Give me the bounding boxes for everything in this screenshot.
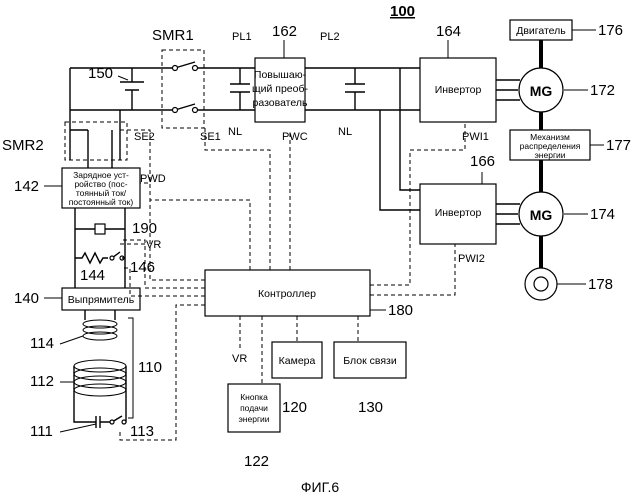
- ref-111: 111: [30, 423, 53, 440]
- smr2-contacts: [88, 130, 112, 148]
- smr2-box: [65, 122, 127, 160]
- charger-label-4: постоянный ток): [69, 197, 134, 207]
- power-split-label-3: энергии: [534, 150, 565, 160]
- converter-label-2: щий преоб-: [252, 83, 309, 95]
- ref-150: 150: [88, 65, 113, 82]
- resistor-144: [75, 253, 108, 263]
- ref-113: 113: [130, 423, 154, 440]
- coil-114: [83, 332, 117, 340]
- ref-162: 162: [272, 23, 297, 40]
- se1-line: [205, 128, 270, 270]
- smr1-contacts: [175, 62, 195, 110]
- label-nl2: NL: [338, 126, 352, 138]
- coil-114-leads: [85, 310, 115, 320]
- pwi2-line: [370, 244, 455, 295]
- ref-146: 146: [130, 259, 155, 276]
- label-pwi1: PWI1: [462, 131, 489, 143]
- ref-178: 178: [588, 276, 613, 293]
- coil-112-circuit: [74, 366, 126, 428]
- capacitor-1: [230, 68, 250, 110]
- label-pwc: PWC: [282, 131, 308, 143]
- bracket-110: [128, 318, 133, 418]
- wheel-inner: [534, 277, 548, 291]
- ref-144: 144: [80, 267, 105, 284]
- relay-190: [95, 224, 105, 234]
- button-label-1: Кнопка: [240, 392, 268, 402]
- smr1-box: [162, 50, 204, 128]
- label-vr1: VR: [146, 239, 161, 251]
- label-smr1: SMR1: [152, 27, 194, 44]
- charger-feed: [88, 148, 112, 168]
- ref-114: 114: [30, 335, 54, 352]
- ref-140: 140: [14, 290, 39, 307]
- comm-label: Блок связи: [343, 355, 397, 367]
- ref-177: 177: [606, 137, 631, 154]
- converter-label-3: разователь: [253, 97, 308, 109]
- inv1-mg1-lines: [496, 80, 520, 100]
- ref-142: 142: [14, 178, 39, 195]
- inverter-bottom-label: Инвертор: [435, 207, 482, 219]
- ref-174: 174: [590, 206, 615, 223]
- ref-130: 130: [358, 399, 383, 416]
- battery-symbol: [120, 68, 144, 110]
- ref-120: 120: [282, 399, 307, 416]
- ref-112: 112: [30, 373, 54, 390]
- label-se1: SE1: [200, 131, 221, 143]
- controller-label: Контроллер: [258, 288, 316, 300]
- label-smr2: SMR2: [2, 137, 44, 154]
- capacitor-2: [345, 68, 365, 110]
- ref-190: 190: [132, 220, 157, 237]
- figure-caption: ФИГ.6: [301, 479, 339, 495]
- label-vr2: VR: [232, 353, 247, 365]
- inverter-top-label: Инвертор: [435, 84, 482, 96]
- leader-111: [60, 424, 96, 432]
- ref-172: 172: [590, 82, 615, 99]
- leader-150: [118, 76, 128, 80]
- label-pwd: PWD: [140, 173, 166, 185]
- ref-110: 110: [138, 359, 162, 376]
- system-ref: 100: [390, 3, 415, 20]
- label-pwi2: PWI2: [458, 253, 485, 265]
- leader-114: [60, 336, 83, 344]
- ref-176: 176: [598, 22, 623, 39]
- coil-112: [74, 384, 126, 396]
- rectifier-label: Выпрямитель: [68, 294, 135, 306]
- ref-122: 122: [244, 453, 269, 470]
- engine-label: Двигатель: [516, 25, 566, 37]
- mg2-label: MG: [530, 207, 553, 223]
- label-pl2: PL2: [320, 31, 340, 43]
- inv2-mg2-lines: [496, 204, 520, 224]
- inverter2-feed: [380, 68, 420, 210]
- camera-label: Камера: [279, 355, 316, 367]
- label-se2: SE2: [134, 131, 155, 143]
- label-nl1: NL: [228, 126, 242, 138]
- button-label-3: энергии: [238, 414, 269, 424]
- ref-164: 164: [436, 23, 461, 40]
- left-rail: [70, 68, 88, 130]
- ref-180: 180: [388, 302, 413, 319]
- ref-166: 166: [470, 153, 495, 170]
- converter-label-1: Повышаю-: [254, 69, 307, 81]
- mg1-label: MG: [530, 83, 553, 99]
- label-pl1: PL1: [232, 31, 252, 43]
- button-label-2: подачи: [240, 403, 268, 413]
